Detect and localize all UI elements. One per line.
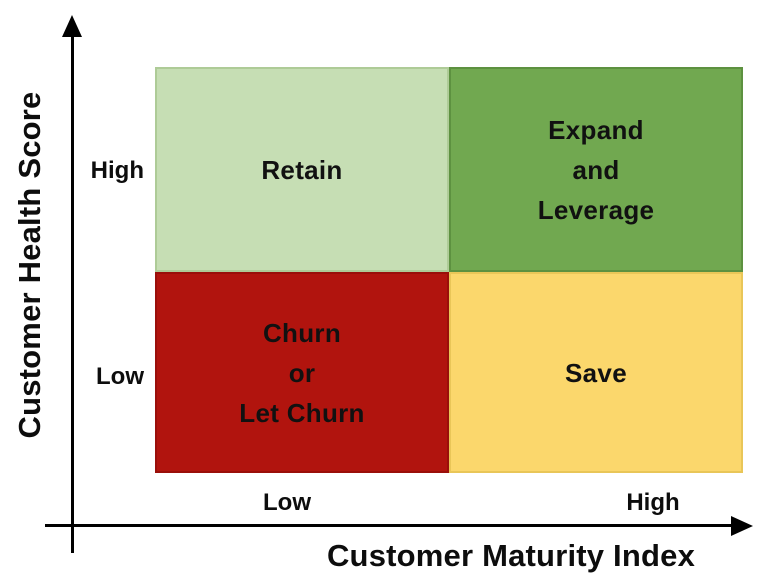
arrow-up-icon [62,15,82,37]
x-tick-high: High [626,489,680,516]
quadrant-retain: Retain [155,67,449,272]
y-tick-high: High [90,157,144,184]
y-tick-low: Low [96,363,144,390]
x-axis-line [45,524,735,527]
quadrant-retain-label: Retain [261,154,343,185]
quadrant-save: Save [449,272,743,473]
quadrant-churn-or-let-churn: Churn or Let Churn [155,272,449,473]
x-axis-title: Customer Maturity Index [326,538,696,573]
arrow-right-icon [731,516,753,536]
x-tick-low: Low [263,489,311,516]
quadrant-save-label: Save [565,357,627,388]
y-axis-line [71,26,74,553]
quadrant-expand-and-leverage-label: Expand and Leverage [537,114,655,225]
quadrant-churn-or-let-churn-label: Churn or Let Churn [239,317,365,428]
quadrant-expand-and-leverage: Expand and Leverage [449,67,743,272]
quadrant-grid: Retain Expand and Leverage Churn or Let … [155,67,743,473]
y-axis-title: Customer Health Score [12,91,47,439]
